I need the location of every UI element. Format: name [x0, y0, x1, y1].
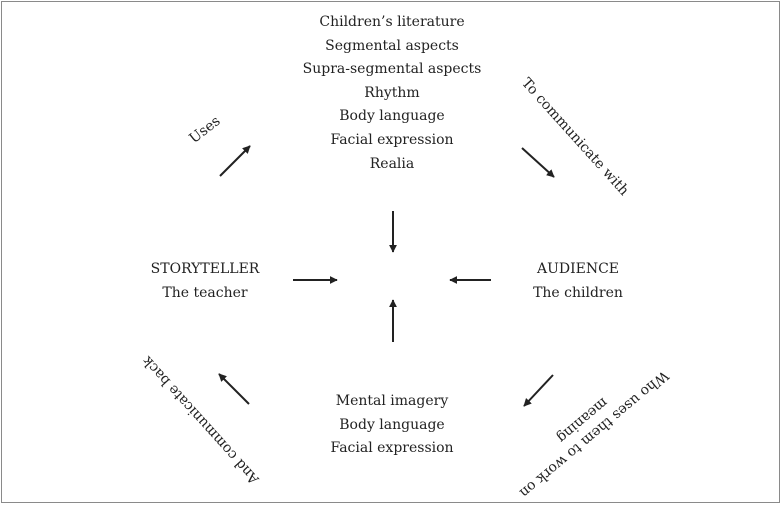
arrow-communicate-back [218, 373, 250, 405]
audience-subtitle: The children [533, 284, 623, 301]
storyteller-title: STORYTELLER [150, 261, 260, 277]
top-list-item: Rhythm [364, 84, 420, 101]
storyteller-node: STORYTELLER The teacher [151, 258, 260, 305]
audience-title: AUDIENCE [536, 261, 620, 277]
arrow-communicate-with [521, 147, 555, 178]
storyteller-subtitle: The teacher [162, 284, 248, 301]
top-list-item: Children’s literature [319, 14, 465, 30]
bottom-list: Mental imagery Body language Facial expr… [330, 390, 453, 461]
top-list-item: Facial expression [330, 131, 454, 148]
top-list: Children’s literature Segmental aspects … [303, 11, 482, 176]
top-list-item: Segmental aspects [325, 37, 459, 54]
audience-node: AUDIENCE The children [533, 258, 623, 305]
bottom-list-item: Mental imagery [335, 393, 449, 409]
bottom-list-item: Facial expression [330, 440, 454, 457]
arrow-uses [219, 145, 251, 177]
top-list-item: Realia [369, 155, 415, 172]
arrow-work-on-meaning [523, 374, 554, 407]
top-list-item: Body language [339, 108, 445, 125]
bottom-list-item: Body language [339, 416, 445, 433]
top-list-item: Supra-segmental aspects [302, 61, 482, 78]
